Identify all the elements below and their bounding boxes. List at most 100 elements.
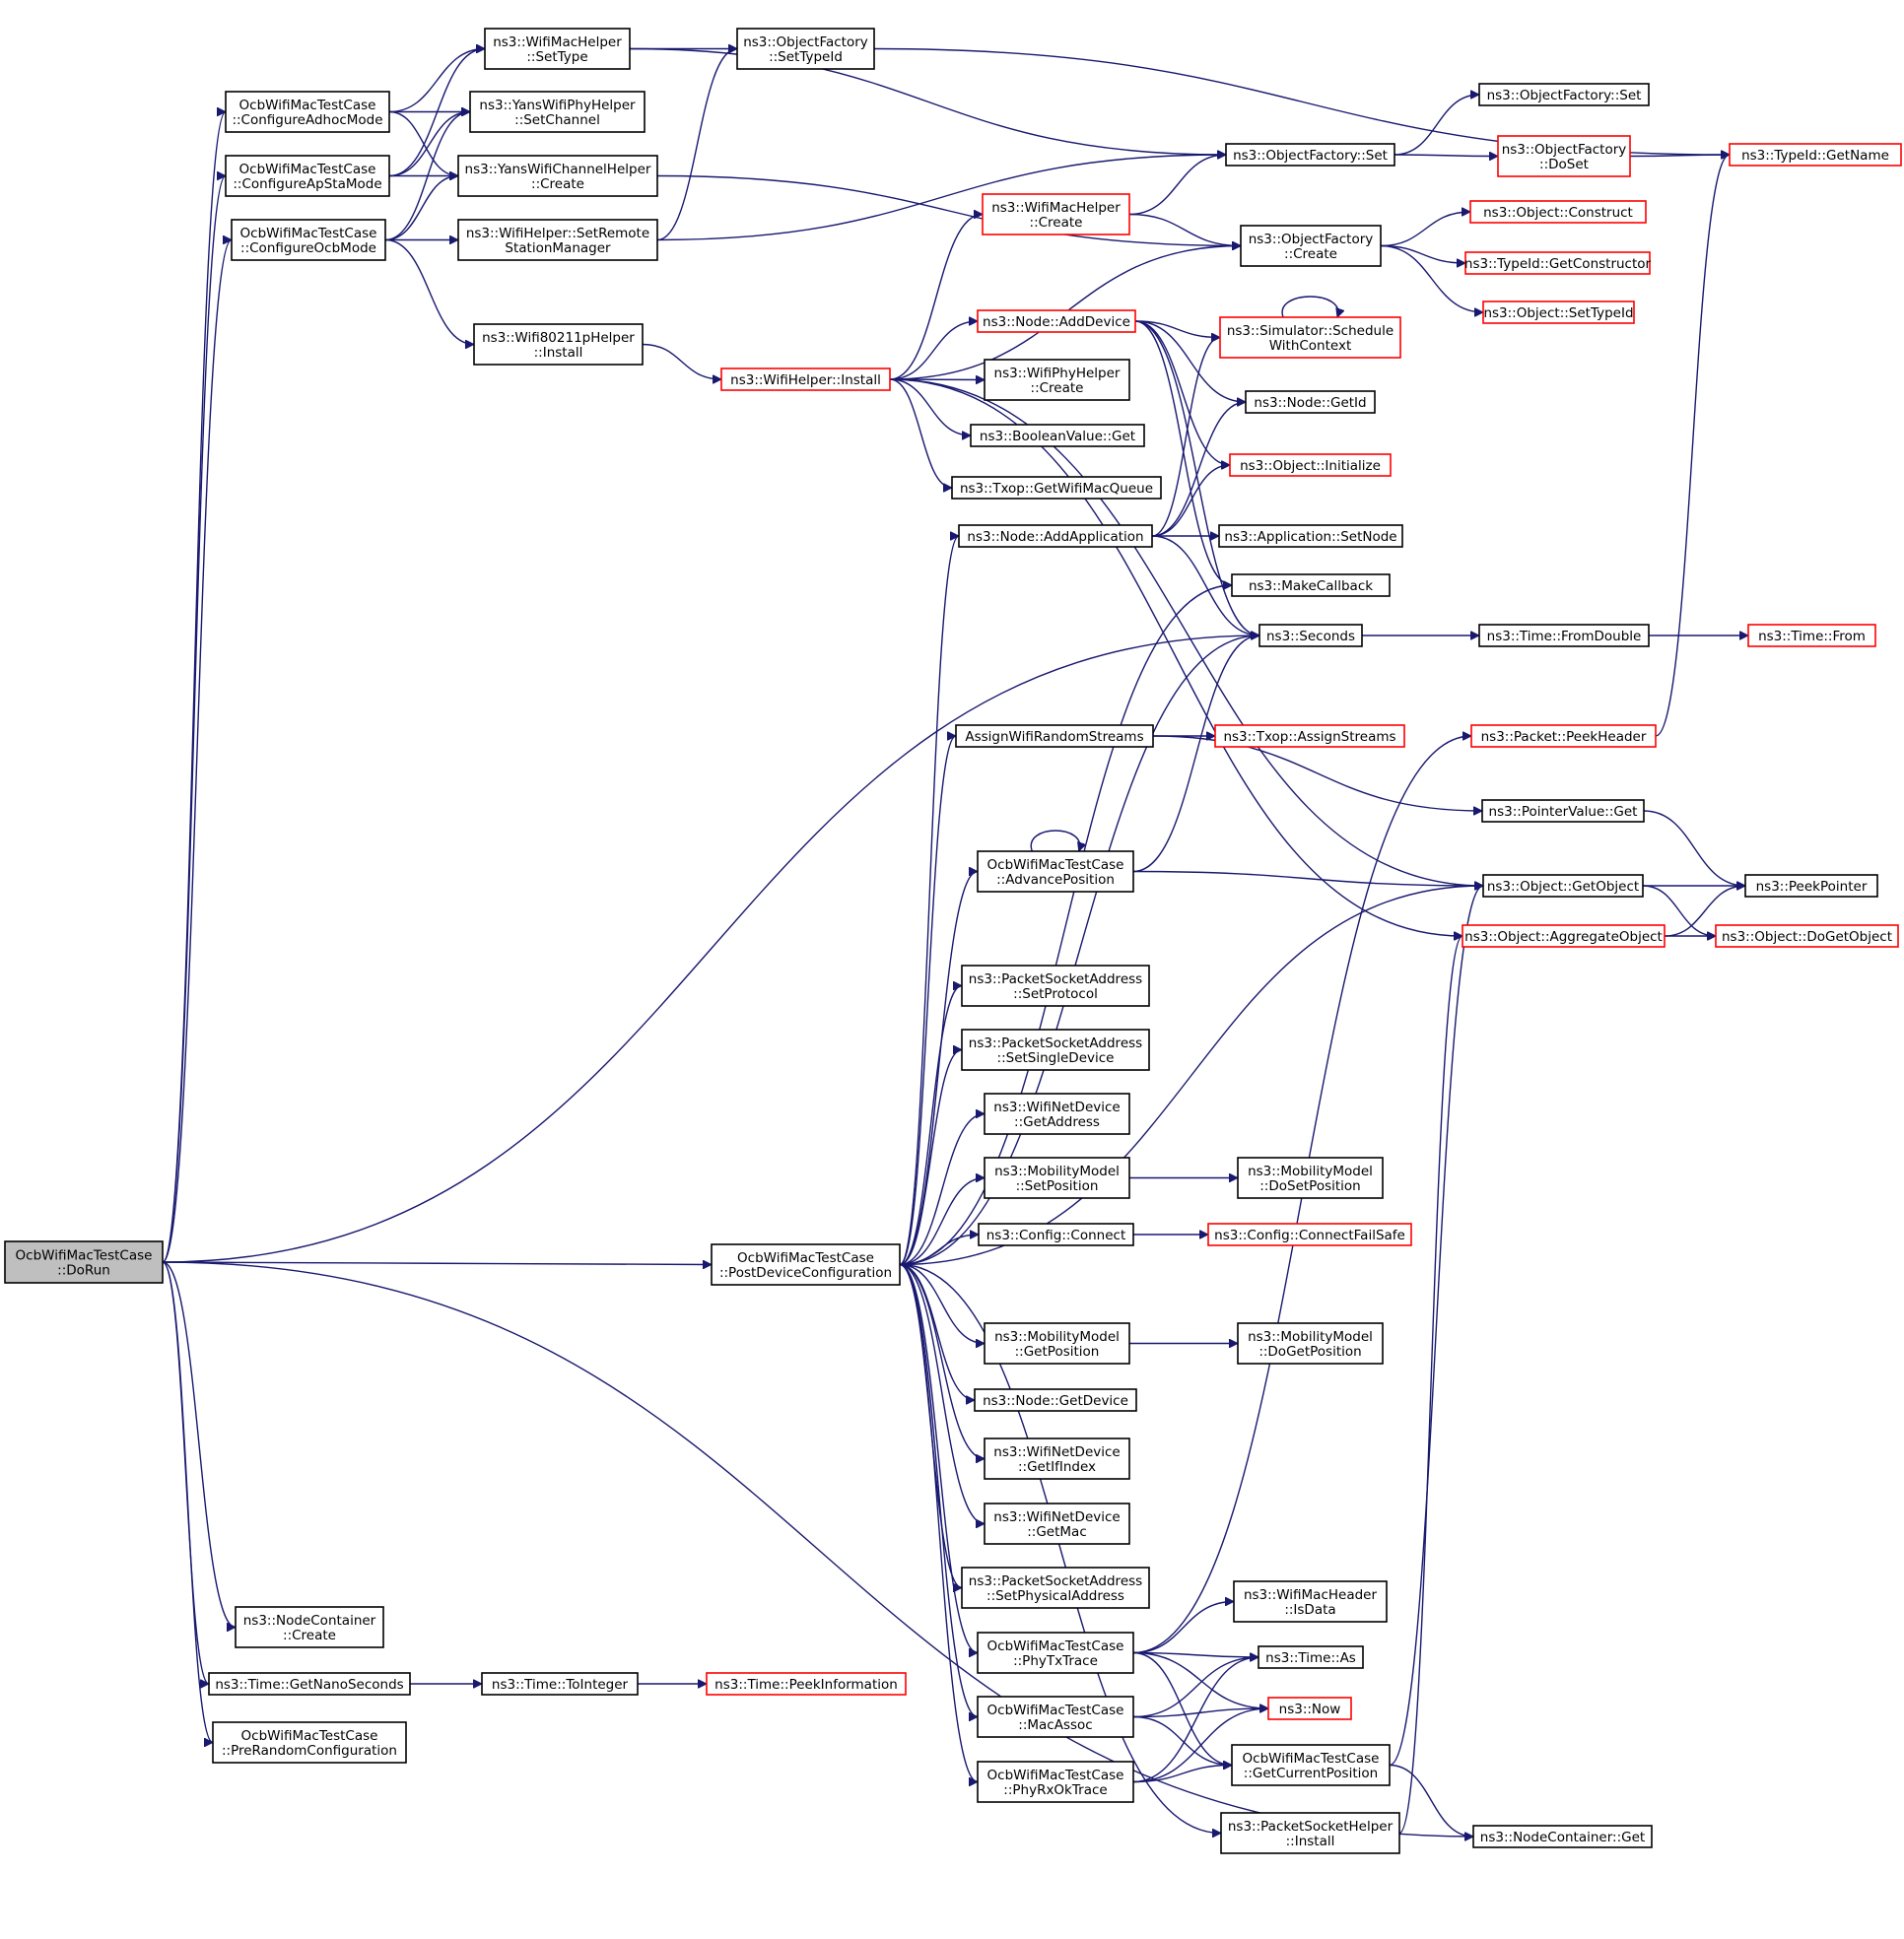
node-of-create[interactable]: ns3::ObjectFactory::Create (1240, 225, 1382, 267)
node-phyrxok[interactable]: OcbWifiMacTestCase::PhyRxOkTrace (977, 1761, 1134, 1803)
node-postdevcfg[interactable]: OcbWifiMacTestCase::PostDeviceConfigurat… (711, 1243, 901, 1286)
node-layer: OcbWifiMacTestCase::DoRunOcbWifiMacTestC… (4, 28, 1902, 1854)
node-mm-getposition[interactable]: ns3::MobilityModel::GetPosition (984, 1322, 1130, 1365)
node-mm-setposition[interactable]: ns3::MobilityModel::SetPosition (984, 1157, 1130, 1199)
node-time-from[interactable]: ns3::Time::From (1747, 624, 1876, 647)
call-edge (899, 986, 963, 1266)
node-cfg-adhoc[interactable]: OcbWifiMacTestCase::ConfigureAdhocMode (225, 91, 390, 133)
node-box (978, 1223, 1134, 1246)
node-time-tointeger[interactable]: ns3::Time::ToInteger (481, 1672, 639, 1696)
node-of-doset[interactable]: ns3::ObjectFactory::DoSet (1497, 135, 1631, 177)
node-macsettype[interactable]: ns3::WifiMacHelper::SetType (484, 28, 631, 70)
node-psa-setprotocol[interactable]: ns3::PacketSocketAddress::SetProtocol (961, 965, 1150, 1007)
node-advancepos[interactable]: OcbWifiMacTestCase::AdvancePosition (977, 850, 1134, 893)
node-time-peekinfo[interactable]: ns3::Time::PeekInformation (706, 1672, 907, 1696)
node-psh-install[interactable]: ns3::PacketSocketHelper::Install (1220, 1812, 1400, 1854)
call-edge (1132, 635, 1259, 873)
node-node-getid[interactable]: ns3::Node::GetId (1245, 390, 1376, 414)
node-phyhelper-create[interactable]: ns3::WifiPhyHelper::Create (984, 359, 1130, 401)
node-machelper-create[interactable]: ns3::WifiMacHelper::Create (982, 193, 1130, 235)
node-label: ::SetPosition (1016, 1178, 1099, 1194)
node-dorun: OcbWifiMacTestCase::DoRun (4, 1240, 164, 1284)
node-peekpointer[interactable]: ns3::PeekPointer (1744, 874, 1878, 898)
node-time-as[interactable]: ns3::Time::As (1258, 1645, 1364, 1669)
node-boolget[interactable]: ns3::BooleanValue::Get (970, 424, 1145, 447)
node-prerandom[interactable]: OcbWifiMacTestCase::PreRandomConfigurati… (212, 1721, 407, 1764)
call-edge (899, 1235, 979, 1266)
node-of-set2[interactable]: ns3::ObjectFactory::Set (1478, 83, 1650, 106)
node-box (1462, 924, 1666, 948)
node-wifihelper-install[interactable]: ns3::WifiHelper::Install (720, 368, 891, 391)
call-edge (388, 49, 485, 113)
node-obj-aggregate[interactable]: ns3::Object::AggregateObject (1462, 924, 1666, 948)
edge-node-adddevice-to-seconds (1134, 320, 1259, 635)
node-psa-setsingle[interactable]: ns3::PacketSocketAddress::SetSingleDevic… (961, 1029, 1150, 1071)
node-macassoc[interactable]: OcbWifiMacTestCase::MacAssoc (977, 1696, 1134, 1738)
node-now[interactable]: ns3::Now (1267, 1697, 1352, 1720)
call-edge (899, 886, 1483, 1266)
node-node-addapp[interactable]: ns3::Node::AddApplication (958, 524, 1153, 548)
node-mm-dogetposition[interactable]: ns3::MobilityModel::DoGetPosition (1237, 1322, 1384, 1365)
node-app-setnode[interactable]: ns3::Application::SetNode (1218, 524, 1403, 548)
node-wnd-getmac[interactable]: ns3::WifiNetDevice::GetMac (984, 1503, 1130, 1545)
node-box (1469, 200, 1647, 224)
node-assignstreams[interactable]: AssignWifiRandomStreams (955, 724, 1154, 748)
node-nc-get[interactable]: ns3::NodeContainer::Get (1472, 1825, 1653, 1848)
node-wifi80211p[interactable]: ns3::Wifi80211pHelper::Install (473, 323, 644, 366)
node-box (1233, 1580, 1388, 1623)
call-edge (1128, 155, 1226, 216)
node-getcurpos[interactable]: OcbWifiMacTestCase::GetCurrentPosition (1231, 1744, 1391, 1786)
node-psa-setphys[interactable]: ns3::PacketSocketAddress::SetPhysicalAdd… (961, 1567, 1150, 1609)
edge-sim-schedctx-to-sim-schedctx (1281, 296, 1338, 317)
node-time-fromdouble[interactable]: ns3::Time::FromDouble (1478, 624, 1650, 647)
node-label: ns3::PacketSocketHelper (1228, 1819, 1394, 1835)
edge-dorun-to-seconds (162, 635, 1259, 1263)
edge-cfg-ocb-to-yanschan (384, 176, 458, 241)
node-makecallback[interactable]: ns3::MakeCallback (1231, 573, 1391, 597)
node-of-set[interactable]: ns3::ObjectFactory::Set (1225, 143, 1395, 167)
node-wnd-getifindex[interactable]: ns3::WifiNetDevice::GetIfIndex (984, 1438, 1130, 1480)
node-label: ns3::Now (1279, 1702, 1341, 1717)
node-of-settypeid[interactable]: ns3::ObjectFactory::SetTypeId (736, 28, 875, 70)
node-typeid-getname[interactable]: ns3::TypeId::GetName (1729, 143, 1902, 167)
node-config-connect[interactable]: ns3::Config::Connect (978, 1223, 1134, 1246)
node-box (958, 524, 1153, 548)
node-box (961, 1029, 1150, 1071)
node-cfg-ocb[interactable]: OcbWifiMacTestCase::ConfigureOcbMode (231, 219, 386, 261)
node-cfg-apsta[interactable]: OcbWifiMacTestCase::ConfigureApStaMode (225, 155, 390, 197)
call-edge (899, 1263, 985, 1344)
call-edge (162, 1261, 1473, 1837)
node-obj-getobject[interactable]: ns3::Object::GetObject (1482, 874, 1644, 898)
node-mm-dosetposition[interactable]: ns3::MobilityModel::DoSetPosition (1237, 1157, 1384, 1199)
node-packet-peekheader[interactable]: ns3::Packet::PeekHeader (1470, 724, 1657, 748)
node-node-adddevice[interactable]: ns3::Node::AddDevice (977, 309, 1136, 333)
node-box (1744, 874, 1878, 898)
node-obj-initialize[interactable]: ns3::Object::Initialize (1229, 453, 1392, 477)
node-config-failsafe[interactable]: ns3::Config::ConnectFailSafe (1207, 1223, 1412, 1246)
node-typeid-getctor[interactable]: ns3::TypeId::GetConstructor (1464, 251, 1652, 275)
node-box (977, 1761, 1134, 1803)
node-nc-create[interactable]: ns3::NodeContainer::Create (235, 1606, 384, 1648)
node-time-getnano[interactable]: ns3::Time::GetNanoSeconds (208, 1672, 411, 1696)
node-obj-construct[interactable]: ns3::Object::Construct (1469, 200, 1647, 224)
node-obj-dogetobject[interactable]: ns3::Object::DoGetObject (1715, 924, 1899, 948)
node-obj-settypeid[interactable]: ns3::Object::SetTypeId (1482, 301, 1635, 324)
node-yanschan[interactable]: ns3::YansWifiChannelHelper::Create (457, 155, 658, 197)
node-yansphy[interactable]: ns3::YansWifiPhyHelper::SetChannel (469, 91, 646, 133)
node-label: ns3::Txop::AssignStreams (1223, 729, 1395, 745)
node-label: StationManager (505, 240, 611, 256)
edge-postdevcfg-to-assignstreams (899, 736, 957, 1266)
edge-wifihelper-install-to-boolget (889, 378, 971, 435)
node-pointer-get[interactable]: ns3::PointerValue::Get (1481, 799, 1645, 823)
node-txop-assign[interactable]: ns3::Txop::AssignStreams (1214, 724, 1405, 748)
node-wmh-isdata[interactable]: ns3::WifiMacHeader::IsData (1233, 1580, 1388, 1623)
node-seconds[interactable]: ns3::Seconds (1258, 624, 1363, 647)
node-txop-getq[interactable]: ns3::Txop::GetWifiMacQueue (951, 476, 1162, 500)
node-label: AssignWifiRandomStreams (965, 729, 1143, 745)
node-node-getdevice[interactable]: ns3::Node::GetDevice (974, 1388, 1137, 1412)
edge-postdevcfg-to-seconds (899, 635, 1259, 1266)
node-phytxtrace[interactable]: OcbWifiMacTestCase::PhyTxTrace (977, 1632, 1134, 1674)
node-wnd-getaddress[interactable]: ns3::WifiNetDevice::GetAddress (984, 1093, 1130, 1135)
